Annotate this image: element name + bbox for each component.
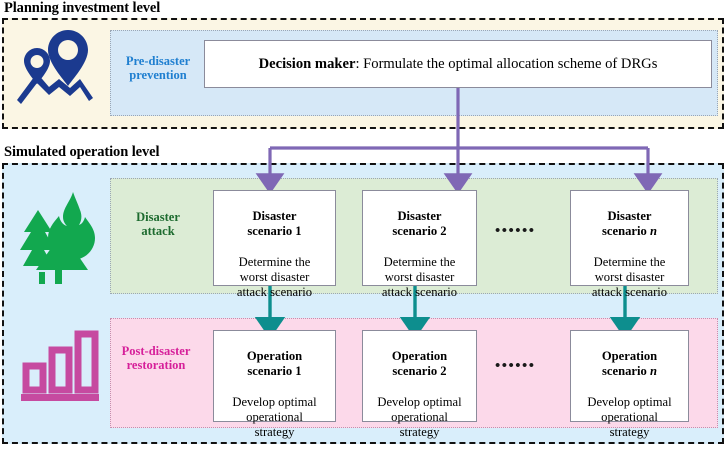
label-post-disaster-restoration: Post-disaster restoration — [121, 344, 191, 372]
disaster-scenario-1-head: Disaster scenario 1 — [247, 209, 302, 239]
operation-scenario-2-head: Operation scenario 2 — [391, 349, 448, 379]
label-pre-disaster-prevention: Pre-disaster prevention — [125, 54, 191, 82]
disaster-scenario-2-box: Disaster scenario 2 Determine the worst … — [362, 190, 477, 299]
disaster-scenario-1-box: Disaster scenario 1 Determine the worst … — [213, 190, 336, 299]
disaster-scenario-2-head: Disaster scenario 2 — [392, 209, 447, 239]
bar-chart-icon — [16, 328, 102, 406]
map-pins-icon — [14, 26, 100, 106]
operation-scenario-n-index: n — [649, 364, 657, 379]
disaster-scenario-n-box: Disaster scenario n Determine the worst … — [570, 190, 689, 299]
forest-fire-icon — [14, 188, 102, 286]
operation-scenario-n-box: Operation scenario n Develop optimal ope… — [570, 330, 689, 439]
disaster-ellipsis: •••••• — [495, 223, 536, 239]
disaster-scenario-n-body: Determine the worst disaster attack scen… — [591, 254, 668, 300]
page-title-simulated: Simulated operation level — [4, 144, 160, 160]
operation-scenario-1-box: Operation scenario 1 Develop optimal ope… — [213, 330, 336, 439]
disaster-scenario-n-head: Disaster scenario — [602, 209, 652, 239]
disaster-scenario-2-body: Determine the worst disaster attack scen… — [381, 254, 458, 300]
decision-maker-box: Decision maker: Formulate the optimal al… — [204, 40, 712, 88]
disaster-scenario-1-body: Determine the worst disaster attack scen… — [236, 254, 313, 300]
label-disaster-attack: Disaster attack — [136, 210, 180, 238]
operation-ellipsis: •••••• — [495, 358, 536, 374]
operation-scenario-n-body: Develop optimal operational strategy — [587, 394, 672, 440]
operation-scenario-1-body: Develop optimal operational strategy — [232, 394, 317, 440]
decision-maker-rest: : Formulate the optimal allocation schem… — [355, 56, 658, 72]
operation-scenario-2-box: Operation scenario 2 Develop optimal ope… — [362, 330, 477, 439]
operation-scenario-2-body: Develop optimal operational strategy — [377, 394, 462, 440]
operation-scenario-n-head: Operation scenario — [601, 349, 658, 379]
operation-scenario-1-head: Operation scenario 1 — [246, 349, 303, 379]
disaster-scenario-n-index: n — [649, 224, 657, 239]
page-title-planning: Planning investment level — [4, 0, 161, 16]
decision-maker-strong: Decision maker — [258, 56, 356, 72]
diagram-canvas: Planning investment level Simulated oper… — [2, 0, 724, 444]
